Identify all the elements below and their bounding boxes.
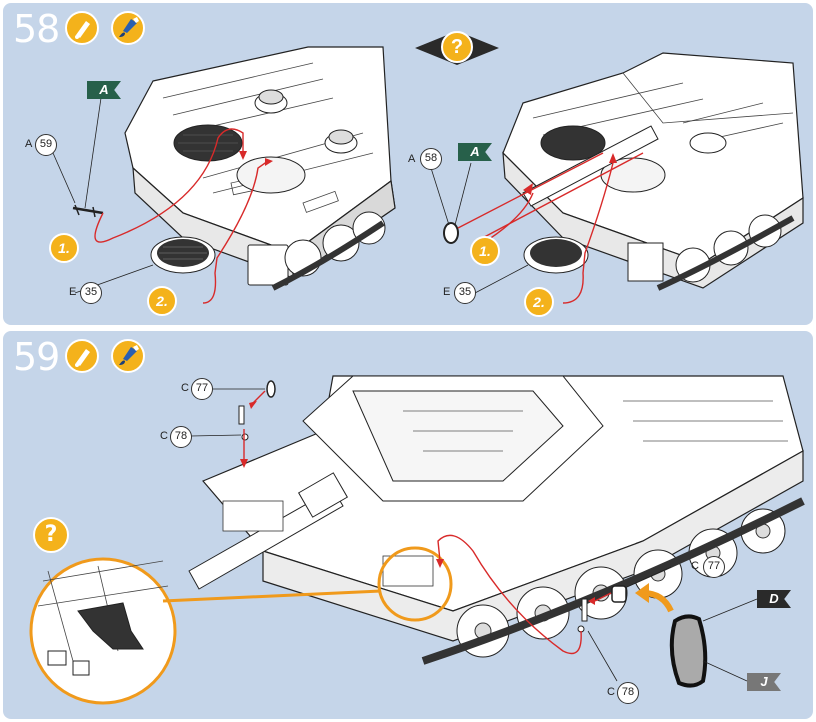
part-number-badge: 59 xyxy=(35,134,57,156)
sprue-letter: A xyxy=(408,153,416,165)
question-icon: ? xyxy=(441,31,473,63)
sprue-letter: C xyxy=(607,686,615,698)
sequence-marker-1: 1. xyxy=(49,233,79,263)
step-59-drawing xyxy=(29,375,805,705)
sequence-marker-2: 2. xyxy=(147,286,177,316)
part-number-badge: 78 xyxy=(617,682,639,704)
step-59-panel: 59 xyxy=(3,331,813,719)
glue-icon xyxy=(65,339,99,373)
optional-step-indicator: ? xyxy=(415,31,499,65)
step-58-left-drawing xyxy=(52,46,396,304)
part-number-badge: 77 xyxy=(703,556,725,578)
step-number: 59 xyxy=(13,335,60,379)
sprue-letter: E xyxy=(443,286,451,298)
question-icon: ? xyxy=(33,517,69,553)
paint-icon xyxy=(111,11,145,45)
sequence-marker-2: 2. xyxy=(524,287,554,317)
part-number-badge: 58 xyxy=(420,148,442,170)
part-number-badge: 35 xyxy=(454,282,476,304)
part-number-badge: 77 xyxy=(191,378,213,400)
decal-sheet-flag-a: A xyxy=(87,81,121,99)
paint-icon xyxy=(111,339,145,373)
step-number: 58 xyxy=(13,7,60,51)
decal-flag-d: D xyxy=(757,590,791,608)
step-58-panel: 58 xyxy=(3,3,813,325)
sprue-letter: A xyxy=(25,138,33,150)
sprue-letter: E xyxy=(69,286,77,298)
part-number-badge: 35 xyxy=(80,282,102,304)
sprue-letter: C xyxy=(181,382,189,394)
part-number-badge: 78 xyxy=(170,426,192,448)
sequence-marker-1: 1. xyxy=(470,236,500,266)
decal-sheet-flag-a: A xyxy=(458,143,492,161)
glue-icon xyxy=(65,11,99,45)
sprue-letter: C xyxy=(160,430,168,442)
sprue-letter: C xyxy=(691,560,699,572)
decal-flag-j: J xyxy=(747,673,781,691)
